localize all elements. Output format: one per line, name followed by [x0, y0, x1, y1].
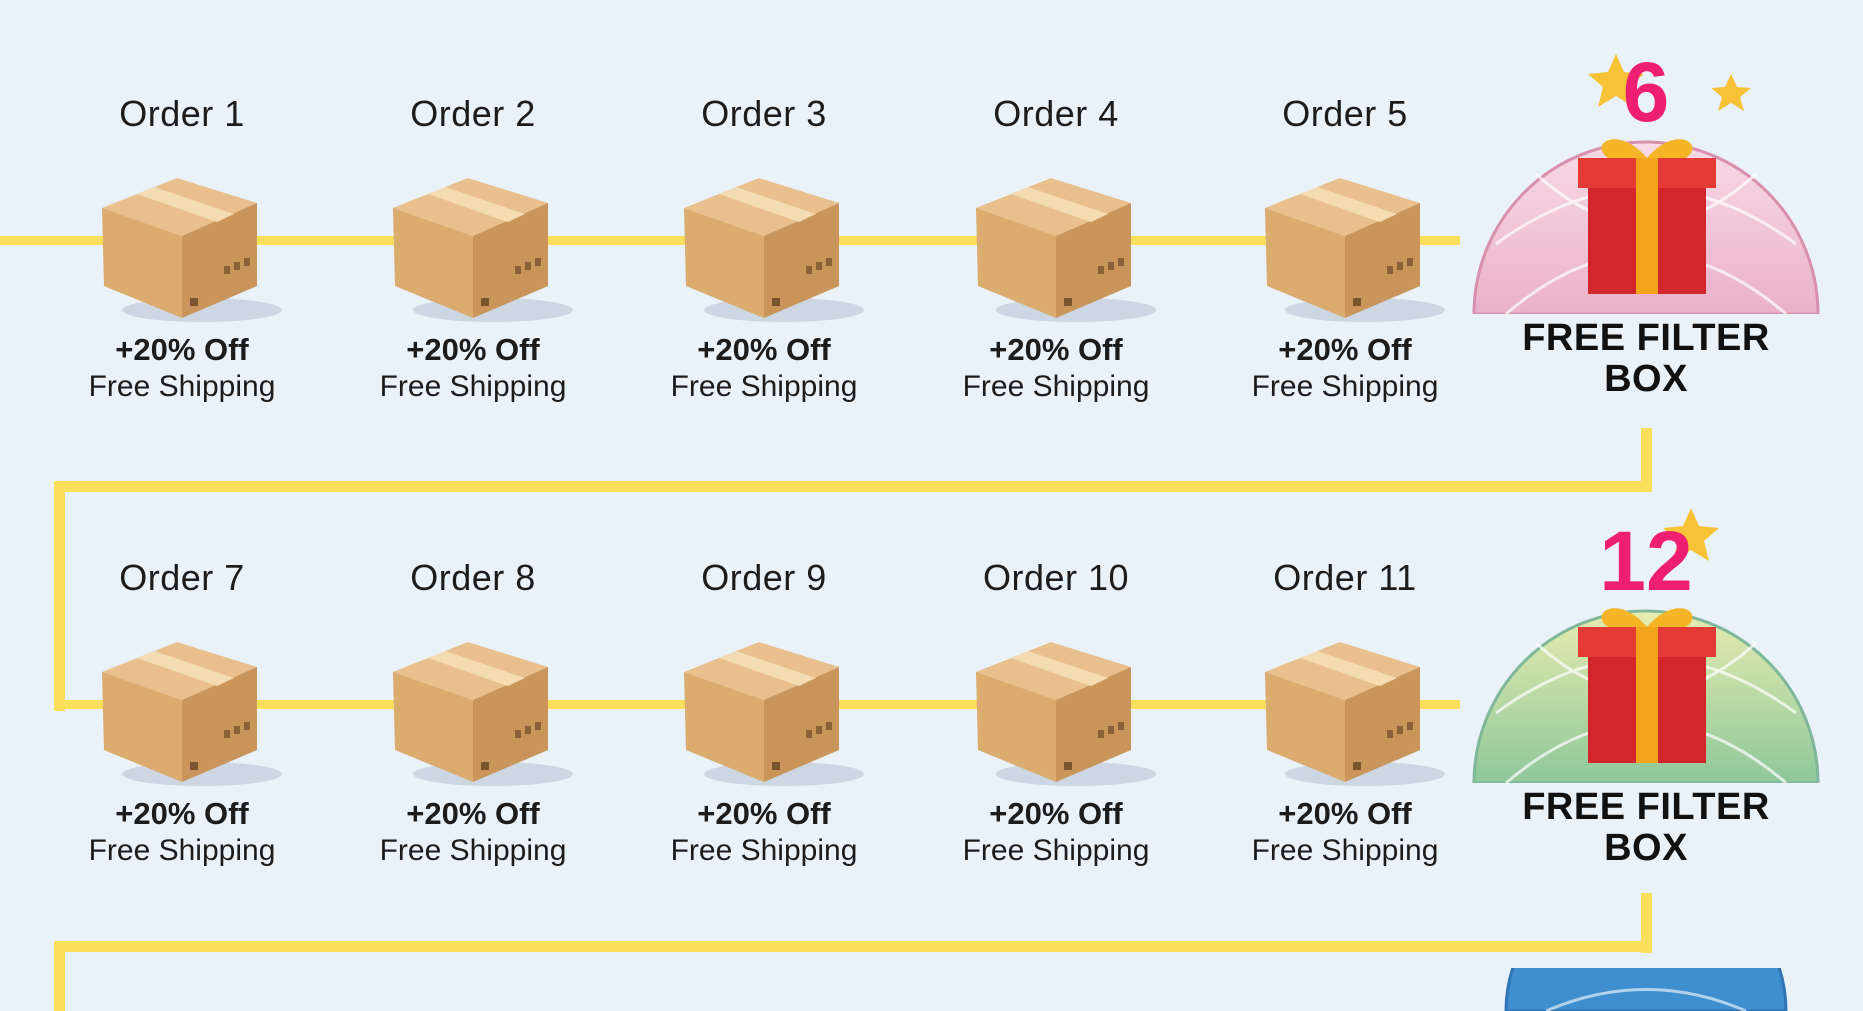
order-discount: +20% Off: [406, 332, 540, 367]
order-discount: +20% Off: [1278, 332, 1412, 367]
connector-line-drop-1: [1641, 428, 1652, 490]
order-shipping: Free Shipping: [962, 370, 1150, 403]
reward-title: FREE FILTER BOX: [1522, 786, 1770, 869]
order-shipping: Free Shipping: [1251, 834, 1439, 867]
order-title: Order 8: [410, 557, 536, 598]
order-title: Order 9: [701, 557, 827, 598]
order-title: Order 2: [410, 93, 536, 134]
shipping-box-icon: [684, 178, 864, 322]
order-title: Order 11: [1273, 557, 1417, 598]
shipping-box-icon: [393, 642, 573, 786]
order-card: Order 8 +20% Off Free Shipping: [353, 556, 593, 867]
order-shipping: Free Shipping: [88, 370, 276, 403]
order-discount: +20% Off: [115, 332, 249, 367]
order-card: Order 1 +20% Off Free Shipping: [62, 92, 302, 403]
gift-box-icon: [1472, 508, 1820, 783]
order-title: Order 4: [993, 93, 1119, 134]
order-card: Order 9 +20% Off Free Shipping: [644, 556, 884, 867]
shipping-box-icon: [102, 642, 282, 786]
order-title: Order 5: [1282, 93, 1408, 134]
order-title: Order 3: [701, 93, 827, 134]
order-shipping: Free Shipping: [670, 370, 858, 403]
shipping-box-icon: [976, 642, 1156, 786]
order-discount: +20% Off: [697, 332, 831, 367]
connector-line-return-2: [54, 941, 1652, 952]
shipping-box-icon: [1265, 178, 1445, 322]
order-card: Order 11 +20% Off Free Shipping: [1225, 556, 1465, 867]
connector-line-left-2: [54, 941, 65, 1011]
order-discount: +20% Off: [989, 796, 1123, 831]
milestone-number: 6: [1622, 45, 1670, 139]
order-card: Order 10 +20% Off Free Shipping: [936, 556, 1176, 867]
order-discount: +20% Off: [1278, 796, 1412, 831]
order-shipping: Free Shipping: [379, 834, 567, 867]
milestone-reward: 6 FREE FILTER BOX: [1466, 14, 1826, 400]
gift-box-icon: [1472, 54, 1820, 314]
milestone-badge-partial: [1504, 968, 1788, 1011]
order-shipping: Free Shipping: [962, 834, 1150, 867]
milestone-reward: 12 FREE FILTER BOX: [1466, 483, 1826, 869]
shipping-box-icon: [393, 178, 573, 322]
order-card: Order 4 +20% Off Free Shipping: [936, 92, 1176, 403]
connector-line-left-1: [54, 481, 65, 711]
order-shipping: Free Shipping: [379, 370, 567, 403]
order-card: Order 5 +20% Off Free Shipping: [1225, 92, 1465, 403]
milestone-number: 12: [1599, 514, 1693, 608]
order-discount: +20% Off: [406, 796, 540, 831]
order-title: Order 10: [982, 557, 1130, 598]
reward-title: FREE FILTER BOX: [1522, 317, 1770, 400]
order-card: Order 7 +20% Off Free Shipping: [62, 556, 302, 867]
order-title: Order 7: [119, 557, 245, 598]
order-discount: +20% Off: [115, 796, 249, 831]
order-shipping: Free Shipping: [88, 834, 276, 867]
order-shipping: Free Shipping: [670, 834, 858, 867]
connector-line-return-1: [54, 481, 1652, 492]
order-title: Order 1: [119, 93, 245, 134]
shipping-box-icon: [1265, 642, 1445, 786]
shipping-box-icon: [102, 178, 282, 322]
shipping-box-icon: [976, 178, 1156, 322]
order-card: Order 2 +20% Off Free Shipping: [353, 92, 593, 403]
order-card: Order 3 +20% Off Free Shipping: [644, 92, 884, 403]
order-shipping: Free Shipping: [1251, 370, 1439, 403]
order-discount: +20% Off: [697, 796, 831, 831]
connector-line-drop-2: [1641, 893, 1652, 953]
shipping-box-icon: [684, 642, 864, 786]
order-discount: +20% Off: [989, 332, 1123, 367]
